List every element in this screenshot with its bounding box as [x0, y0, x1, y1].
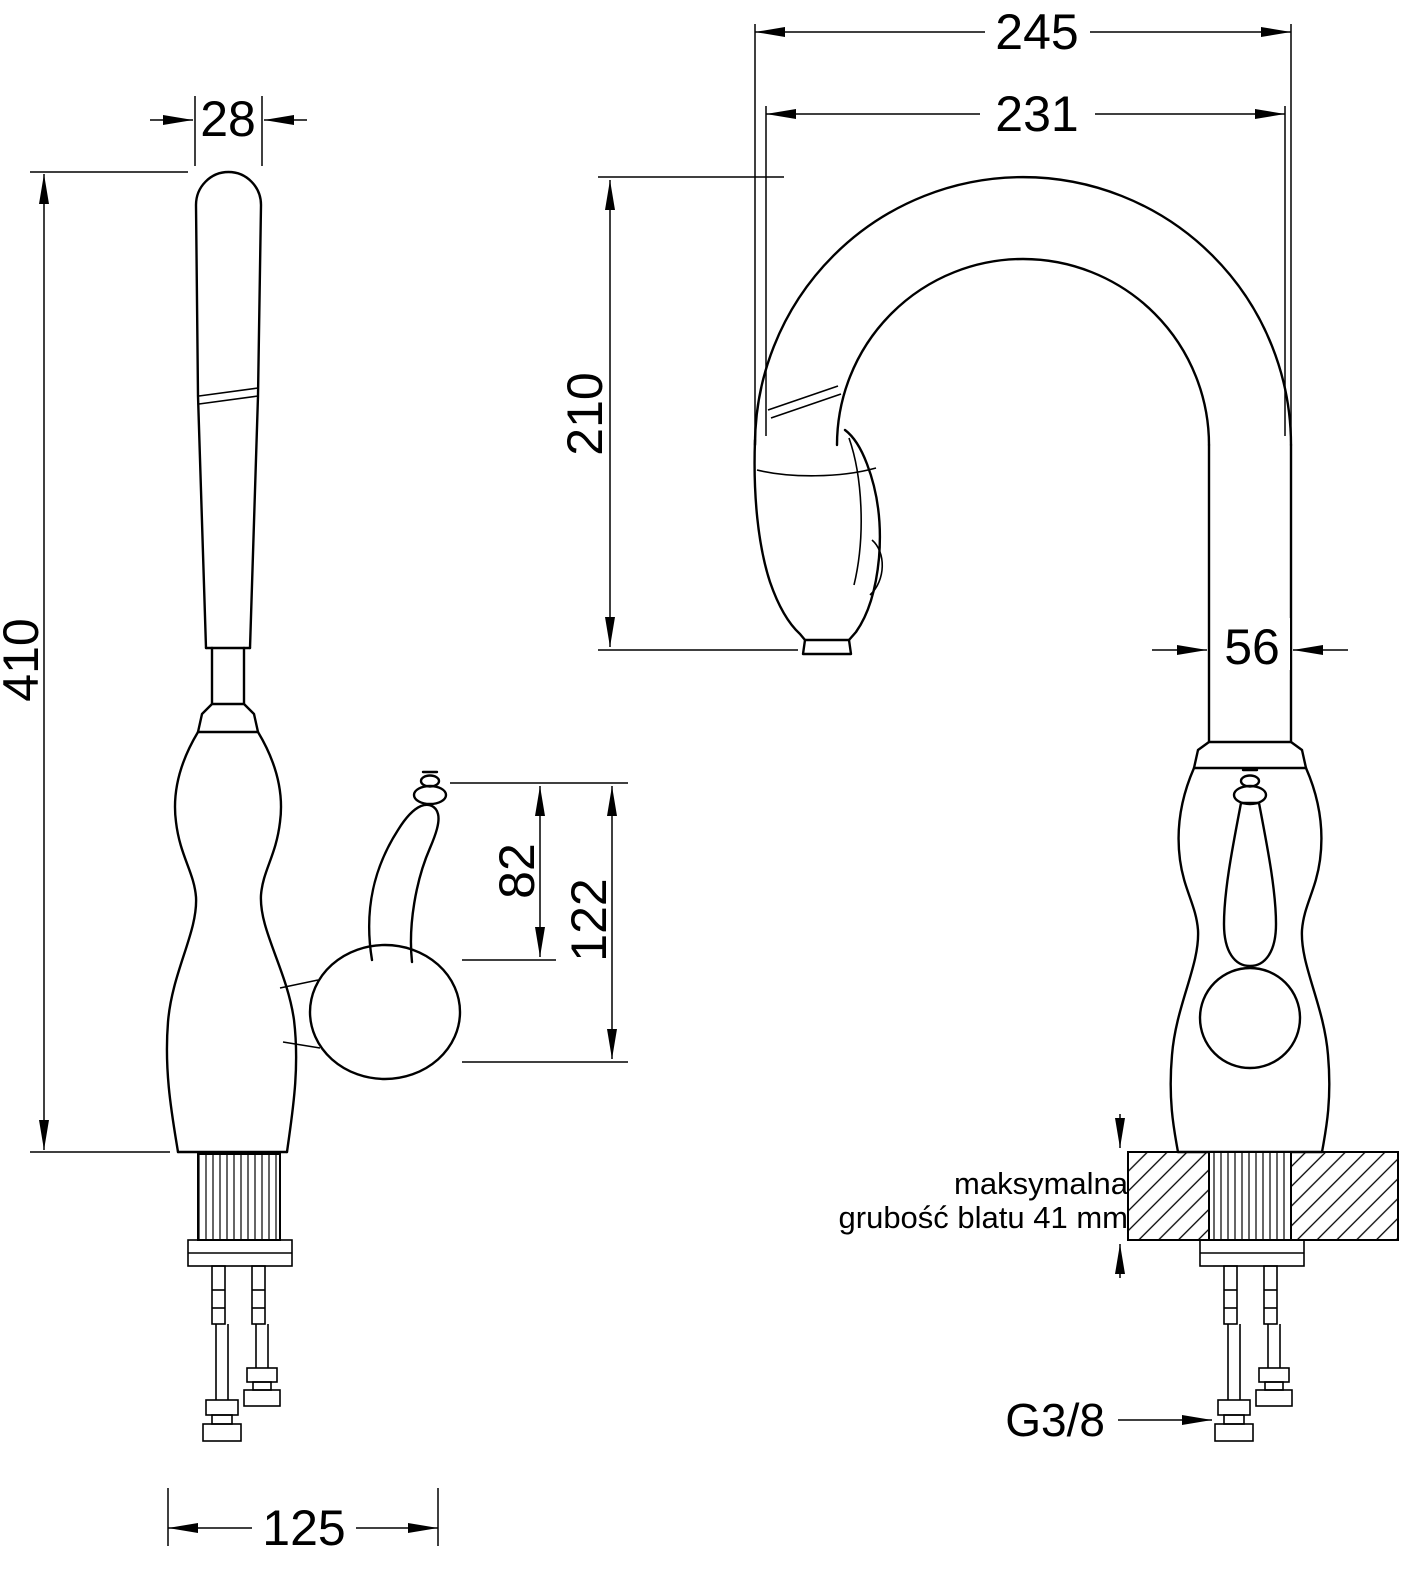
dimension-handle-82: 82	[450, 782, 628, 961]
dimension-column-56: 56	[1152, 618, 1348, 675]
thread-size-callout: G3/8	[1005, 1394, 1212, 1446]
dimension-base-125: 125	[167, 1488, 439, 1556]
side-view-faucet	[165, 170, 462, 1442]
front-view-faucet	[753, 175, 1399, 1442]
dimension-total-height-410: 410	[0, 171, 188, 1153]
dim-label-210: 210	[557, 372, 613, 455]
counter-note-line1: maksymalna	[954, 1166, 1129, 1201]
counter-note-line2: grubość blatu 41 mm	[839, 1200, 1128, 1235]
dim-label-56: 56	[1224, 619, 1280, 675]
dim-label-122: 122	[561, 878, 617, 961]
dim-label-410: 410	[0, 618, 49, 701]
dim-label-231: 231	[995, 86, 1078, 142]
dimension-clearance-210: 210	[557, 176, 798, 651]
dimension-depth-245: 245	[754, 4, 1292, 436]
dimension-handle-122: 122	[462, 786, 628, 1063]
thread-size-label: G3/8	[1005, 1394, 1105, 1446]
dim-label-82: 82	[489, 843, 545, 899]
dimension-reach-231: 231	[765, 86, 1286, 436]
dim-label-245: 245	[995, 4, 1078, 60]
dimension-top-width-28: 28	[150, 91, 307, 166]
counter-thickness-note: maksymalna grubość blatu 41 mm	[839, 1114, 1129, 1278]
dim-label-28: 28	[200, 91, 256, 147]
dimensions: 28 410 82 122 125	[0, 4, 1348, 1556]
dim-label-125: 125	[262, 1500, 345, 1556]
